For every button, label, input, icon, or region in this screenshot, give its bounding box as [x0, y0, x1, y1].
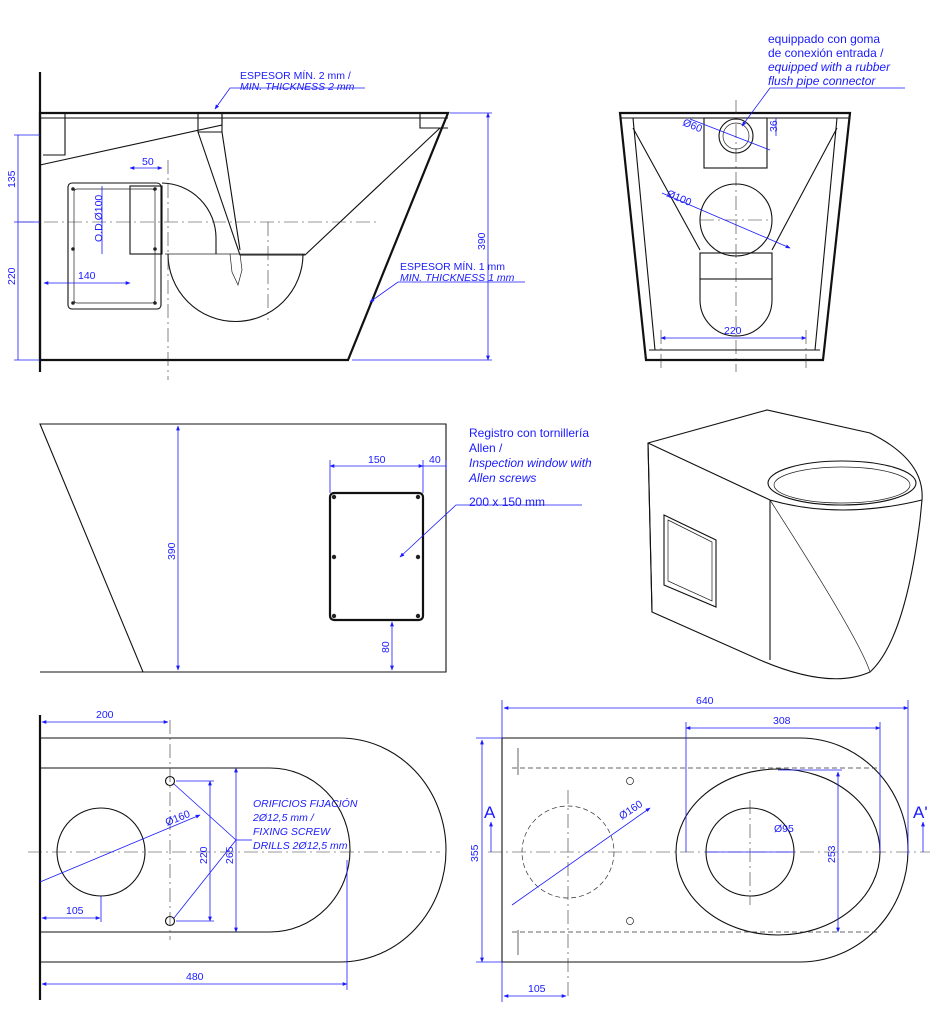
front-view: 220 Ø60 36 Ø100 equippado con goma de co…	[618, 32, 905, 372]
dim-160-bottom: Ø160	[164, 808, 192, 829]
note-rubber-es-1: equippado con goma	[768, 32, 880, 46]
dim-253: 253	[826, 845, 838, 863]
back-outline	[39, 423, 447, 673]
back-view: 390 150 40 80 Registro con tornillería A…	[39, 423, 592, 673]
side-section-view: 135 220 390 50 O.D.Ø100 140 ESPESOR MÍN.…	[6, 69, 525, 380]
dim-95: Ø95	[774, 823, 794, 835]
dim-200: 200	[96, 709, 114, 721]
note-thickness-1-en: MIN. THICKNESS 1 mm	[400, 272, 515, 284]
note-inspection-en-1: Inspection window with	[469, 456, 592, 470]
note-inspection-es-2: Allen /	[469, 441, 503, 455]
trap-circle	[167, 253, 304, 322]
side-plate	[67, 182, 162, 310]
note-fixing-es-1: ORIFICIOS FIJACIÓN	[253, 797, 358, 810]
section-a-prime: A'	[913, 803, 928, 822]
inlet-box	[703, 117, 768, 169]
note-inspection-es-1: Registro con tornillería	[469, 426, 589, 440]
plan-outline	[501, 737, 909, 963]
dim-160-top: Ø160	[617, 798, 645, 822]
dim-220-bottom: 220	[198, 846, 210, 864]
dim-od100: O.D.Ø100	[93, 195, 105, 242]
dim-40: 40	[429, 454, 441, 466]
dim-135: 135	[6, 170, 18, 188]
dim-265: 265	[224, 846, 236, 864]
note-thickness-2-en: MIN. THICKNESS 2 mm	[240, 81, 355, 93]
bowl-outline	[38, 111, 450, 362]
note-inspection-size: 200 x 150 mm	[469, 495, 545, 509]
front-outline	[618, 111, 852, 362]
note-fixing-es-2: 2Ø12,5 mm /	[252, 812, 315, 824]
dim-355: 355	[469, 844, 481, 862]
isometric-view	[647, 409, 923, 680]
dim-220-front: 220	[724, 325, 742, 337]
dim-100: Ø100	[665, 188, 693, 209]
dim-50: 50	[142, 156, 154, 168]
inspection-window	[328, 491, 425, 622]
dim-60: Ø60	[681, 117, 704, 136]
outlet-pipe	[129, 185, 163, 255]
dim-220-side: 220	[6, 267, 18, 285]
dim-80: 80	[380, 641, 392, 653]
note-rubber-en-2: flush pipe connector	[768, 74, 876, 88]
section-a: A	[484, 803, 496, 822]
bottom-view: 200 105 480 Ø160 220 265 ORIFICIOS FIJAC…	[28, 709, 447, 1000]
note-fixing-en-1: FIXING SCREW	[253, 826, 331, 838]
dim-150: 150	[368, 454, 386, 466]
bottom-outline	[40, 737, 447, 963]
note-rubber-en-1: equipped with a rubber	[768, 60, 891, 74]
top-plan-view: 640 308 355 105 253 Ø160 Ø95 A A'	[469, 695, 930, 1002]
note-fixing-en-2: DRILLS 2Ø12,5 mm	[253, 840, 348, 852]
dim-480: 480	[186, 971, 204, 983]
dim-390-side: 390	[476, 232, 488, 250]
wall-bracket	[40, 112, 66, 156]
dim-36: 36	[768, 120, 780, 132]
note-thickness-1-es: ESPESOR MÍN. 1 mm	[400, 260, 505, 273]
dim-640: 640	[696, 695, 714, 707]
dim-105-top: 105	[528, 983, 546, 995]
dim-390-back: 390	[166, 542, 178, 560]
dim-308: 308	[773, 715, 791, 727]
note-inspection-en-2: Allen screws	[468, 471, 536, 485]
note-thickness-2-es: ESPESOR MÍN. 2 mm /	[240, 69, 351, 82]
dim-105-bottom: 105	[66, 905, 84, 917]
note-rubber-es-2: de conexión entrada /	[768, 46, 884, 60]
dim-140: 140	[78, 270, 96, 282]
